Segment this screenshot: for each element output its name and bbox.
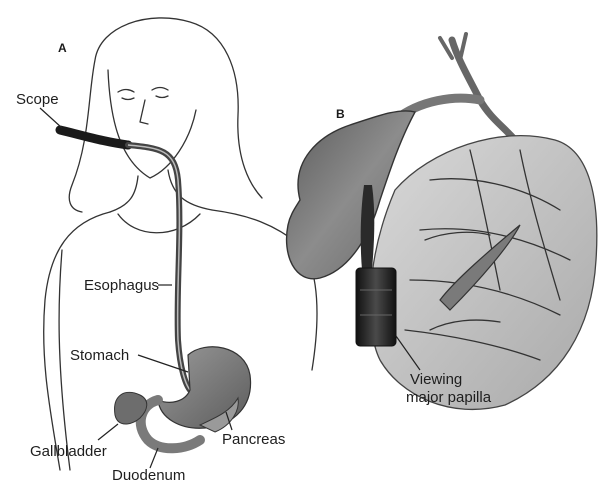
- label-gallbladder: Gallbladder: [30, 443, 107, 460]
- neck-outline: [110, 170, 212, 212]
- panel-b: B Viewing major papilla: [287, 34, 597, 409]
- label-duodenum: Duodenum: [112, 467, 185, 484]
- panel-a-letter: A: [58, 41, 67, 55]
- arm-outline: [59, 250, 70, 470]
- label-scope: Scope: [16, 91, 59, 108]
- leader-scope: [40, 108, 62, 128]
- label-viewing: Viewing: [410, 371, 462, 388]
- panel-a: A Scope Esophagus Stomach: [16, 18, 317, 484]
- leader-duodenum: [150, 448, 158, 468]
- endoscope-closeup: [361, 185, 375, 270]
- label-major-papilla: major papilla: [406, 389, 492, 406]
- leader-gallbladder: [98, 424, 118, 440]
- collar: [118, 214, 200, 233]
- endoscope-tip: [356, 268, 396, 346]
- label-pancreas: Pancreas: [222, 431, 285, 448]
- face-outline: [108, 70, 196, 178]
- label-esophagus: Esophagus: [84, 277, 159, 294]
- eyes: [118, 88, 168, 100]
- hair-outline: [69, 18, 262, 212]
- panel-b-letter: B: [336, 107, 345, 121]
- label-stomach: Stomach: [70, 347, 129, 364]
- nose: [140, 100, 148, 124]
- stomach-shape: [158, 347, 251, 428]
